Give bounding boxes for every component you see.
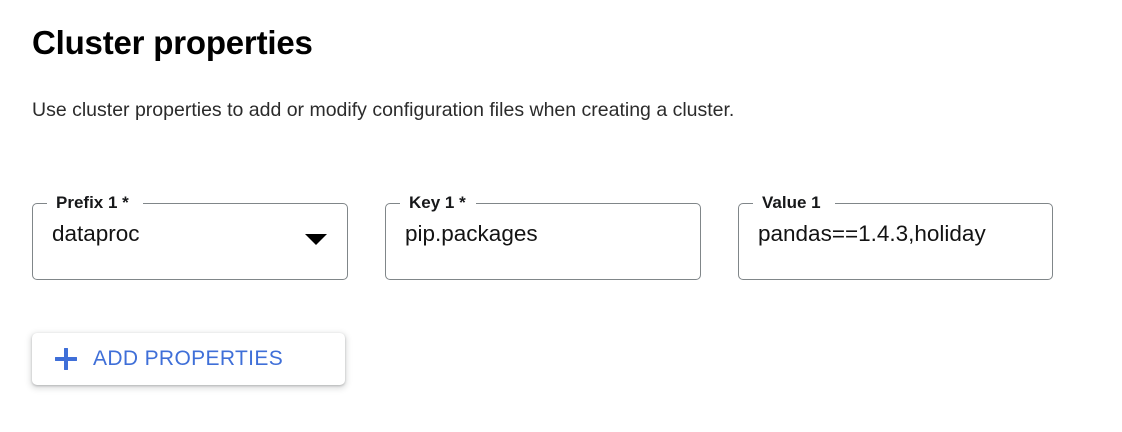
- value-field[interactable]: Value 1 pandas==1.4.3,holiday: [738, 192, 1053, 280]
- plus-icon: [54, 347, 78, 371]
- key-field-label: Key 1 *: [405, 192, 470, 213]
- key-field[interactable]: Key 1 * pip.packages: [385, 192, 701, 280]
- page-description: Use cluster properties to add or modify …: [32, 99, 735, 121]
- prefix-field-value[interactable]: dataproc: [52, 221, 140, 246]
- add-properties-button-label: ADD PROPERTIES: [93, 347, 284, 370]
- prefix-field-label: Prefix 1 *: [52, 192, 133, 213]
- value-field-label: Value 1: [758, 192, 825, 213]
- page-title: Cluster properties: [32, 24, 313, 61]
- add-properties-button[interactable]: ADD PROPERTIES: [32, 333, 345, 385]
- dropdown-triangle-icon[interactable]: [305, 234, 327, 245]
- prefix-field[interactable]: Prefix 1 * dataproc: [32, 192, 348, 280]
- value-field-value[interactable]: pandas==1.4.3,holiday: [758, 221, 986, 246]
- key-field-value[interactable]: pip.packages: [405, 221, 538, 246]
